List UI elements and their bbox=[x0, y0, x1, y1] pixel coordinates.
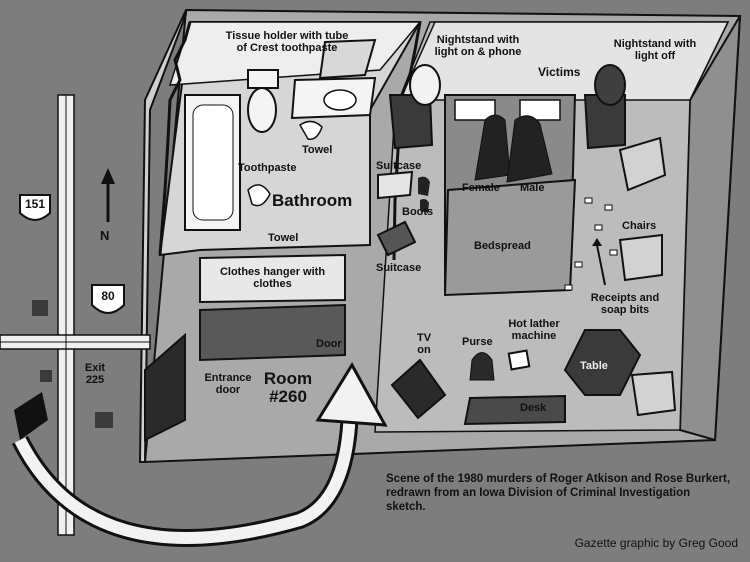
victim-male bbox=[506, 115, 553, 183]
label-exit: Exit 225 bbox=[84, 362, 106, 386]
tv bbox=[390, 358, 447, 420]
closet-door bbox=[199, 303, 346, 362]
label-clothes-hanger: Clothes hanger with clothes bbox=[219, 266, 326, 290]
receipt bbox=[594, 224, 603, 231]
sink-basin bbox=[323, 89, 357, 111]
receipt bbox=[574, 261, 583, 268]
mirror bbox=[318, 38, 377, 80]
map-block bbox=[95, 412, 113, 428]
label-receipts: Receipts and soap bits bbox=[590, 292, 660, 316]
pillow-left bbox=[454, 99, 496, 121]
label-nightstand-off: Nightstand with light off bbox=[613, 38, 697, 62]
label-door: Door bbox=[316, 338, 342, 350]
receipt bbox=[564, 284, 573, 291]
label-tv: TV on bbox=[416, 332, 432, 356]
label-bedspread: Bedspread bbox=[474, 240, 531, 252]
lamp-on bbox=[409, 64, 441, 106]
lamp-off bbox=[594, 64, 626, 106]
chair-bottom bbox=[630, 370, 677, 417]
hot-lather-machine bbox=[507, 349, 531, 371]
toilet bbox=[247, 87, 277, 133]
bathtub-inner bbox=[192, 104, 234, 221]
motel-block bbox=[14, 392, 48, 440]
label-desk: Desk bbox=[520, 402, 547, 414]
diagram-caption: Scene of the 1980 murders of Roger Atkis… bbox=[386, 473, 731, 513]
north-arrowhead bbox=[101, 168, 115, 184]
receipt-arrow bbox=[596, 244, 606, 286]
label-room-number: Room #260 bbox=[263, 369, 313, 406]
label-chairs: Chairs bbox=[622, 220, 657, 232]
label-purse: Purse bbox=[462, 336, 493, 348]
label-suitcase-bottom: Suitcase bbox=[376, 262, 422, 274]
table bbox=[563, 329, 642, 396]
map-block bbox=[32, 300, 48, 316]
label-bathroom: Bathroom bbox=[272, 191, 353, 210]
curved-arrow-inner bbox=[14, 399, 356, 544]
chair-middle bbox=[618, 233, 663, 282]
chair-top bbox=[618, 136, 667, 192]
label-table: Table bbox=[580, 360, 608, 372]
purse-icon bbox=[469, 352, 495, 381]
suitcase-top bbox=[377, 170, 414, 200]
label-towel-bottom: Towel bbox=[268, 232, 299, 244]
pillow-right bbox=[519, 99, 561, 121]
label-towel-top: Towel bbox=[302, 144, 333, 156]
label-toothpaste: Toothpaste bbox=[238, 162, 297, 174]
bathroom-wall-edge bbox=[158, 21, 192, 256]
receipt bbox=[604, 204, 613, 211]
us-route-shield bbox=[19, 194, 51, 221]
label-tissue-holder: Tissue holder with tube of Crest toothpa… bbox=[225, 30, 349, 54]
label-north: N bbox=[100, 228, 110, 243]
receipt bbox=[609, 249, 618, 256]
label-hot-lather: Hot lather machine bbox=[508, 318, 560, 342]
desk bbox=[463, 394, 566, 426]
entrance-door-panel bbox=[144, 332, 186, 442]
receipt-arrowhead bbox=[592, 238, 602, 246]
label-boots: Boots bbox=[402, 206, 434, 218]
us-route-number: 151 bbox=[24, 197, 46, 211]
label-entrance-door: Entrance door bbox=[204, 372, 252, 396]
interstate-shield bbox=[91, 284, 125, 314]
curved-arrowhead bbox=[315, 362, 388, 427]
map-block bbox=[40, 370, 52, 382]
boots-icon bbox=[418, 176, 430, 213]
label-victims: Victims bbox=[538, 65, 581, 79]
label-male: Male bbox=[520, 182, 545, 194]
bedspread bbox=[443, 178, 577, 297]
toilet-tank bbox=[247, 69, 279, 89]
label-female: Female bbox=[462, 182, 500, 194]
suitcase-bottom bbox=[376, 220, 417, 257]
towel-bottom bbox=[247, 184, 271, 207]
graphic-credit: Gazette graphic by Greg Good bbox=[574, 536, 738, 550]
closet-shelf bbox=[199, 253, 346, 304]
label-suitcase-top: Suitcase bbox=[376, 160, 422, 172]
label-nightstand-on: Nightstand with light on & phone bbox=[434, 34, 522, 58]
interstate-number: 80 bbox=[101, 289, 115, 303]
towel-top bbox=[299, 120, 323, 140]
receipt bbox=[584, 197, 593, 204]
